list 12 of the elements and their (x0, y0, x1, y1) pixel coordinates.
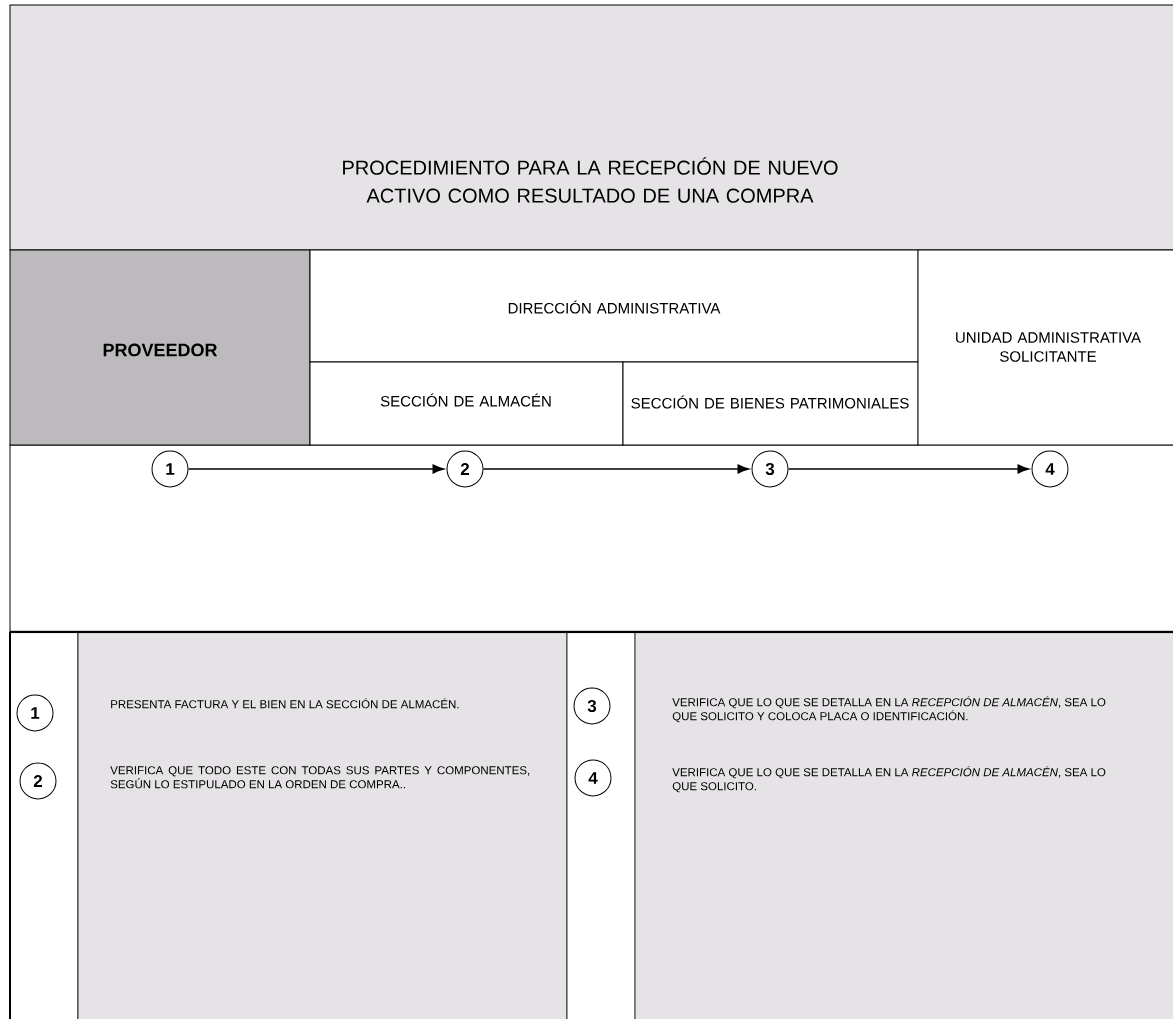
step-description: VERIFICA QUE LO QUE SE DETALLA EN LA RECEPCIÓN DE ALMACÉN, SEA LO QUE SOLICITO Y COLOCA PLACA O IDENTIFICACIÓN. (672, 696, 1106, 723)
section-header-cell: SECCIÓN DE BIENES PATRIMONIALES (622, 361, 919, 446)
arrow (187, 464, 444, 474)
role-header-cell: PROVEEDOR (9, 249, 311, 446)
step-description: VERIFICA QUE LO QUE SE DETALLA EN LA RECEPCIÓN DE ALMACÉN, SEA LO QUE SOLICITO. (672, 766, 1106, 793)
step-description: VERIFICA QUE TODO ESTE CON TODAS SUS PARTES Y COMPONENTES, SEGÚN LO ESTIPULADO EN LA ORDEN DE COMPRA.. (110, 766, 530, 789)
arrow (787, 464, 1029, 474)
title: PROCEDIMIENTO PARA LA RECEPCIÓN DE NUEVO ACTIVO COMO RESULTADO DE UNA COMPRA (343, 157, 838, 203)
role-header-cell: UNIDAD ADMINISTRATIVA SOLICITANTE (917, 249, 1173, 446)
step-description: PRESENTA FACTURA Y EL BIEN EN LA SECCIÓN DE ALMACÉN. (111, 698, 459, 709)
arrow (482, 464, 749, 474)
section-header-cell: SECCIÓN DE ALMACÉN (309, 361, 624, 446)
